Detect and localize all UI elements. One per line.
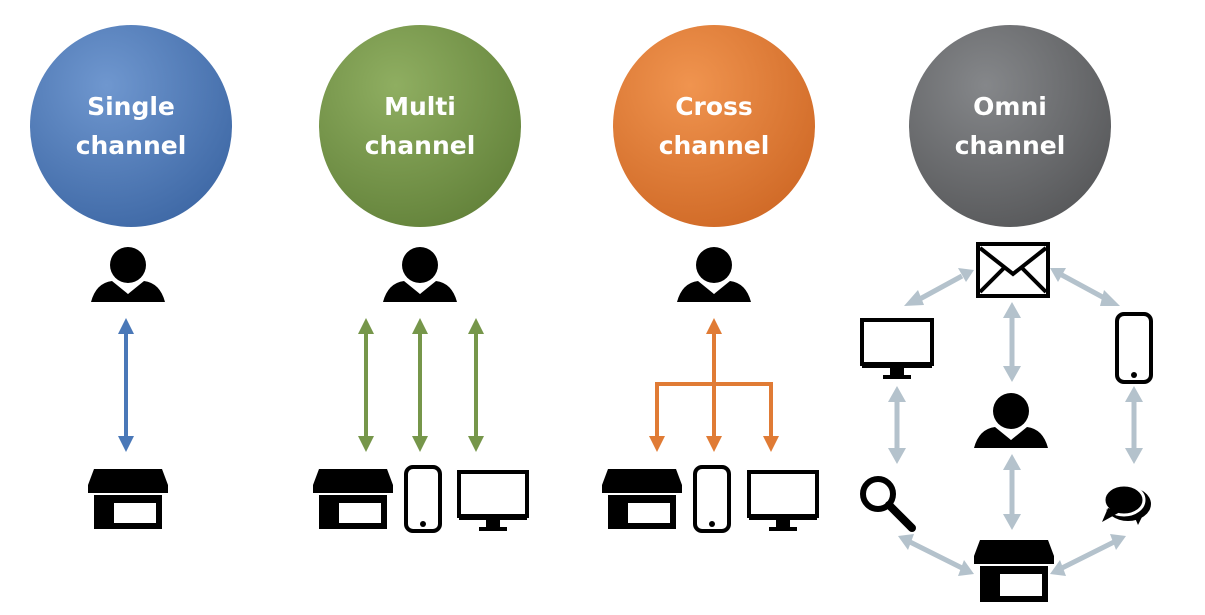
- bidirectional-arrow: [1003, 302, 1021, 382]
- omni-channel-circle: Omni channel: [909, 25, 1111, 227]
- multi-channel-circle: Multi channel: [319, 25, 521, 227]
- cross-channel-title-line2: channel: [659, 131, 770, 160]
- bidirectional-arrow: [468, 318, 484, 452]
- cross-channel-title-line1: Cross: [675, 92, 753, 121]
- envelope-icon: [976, 242, 1050, 298]
- person-icon: [974, 393, 1048, 448]
- omni-arrows: [888, 268, 1143, 576]
- panel-cross-channel: Cross channel: [602, 25, 819, 533]
- mobile-phone-icon: [404, 465, 442, 533]
- bidirectional-arrow: [412, 318, 428, 452]
- panel-multi-channel: Multi channel: [313, 25, 529, 533]
- omni-channel-title-line2: channel: [955, 131, 1066, 160]
- bidirectional-arrow: [888, 386, 906, 464]
- single-channel-circle: Single channel: [30, 25, 232, 227]
- bidirectional-arrow: [118, 318, 134, 452]
- branching-arrow: [649, 318, 779, 452]
- single-channel-title-line1: Single: [87, 92, 175, 121]
- store-icon: [974, 540, 1054, 602]
- desktop-monitor-icon: [747, 470, 819, 531]
- chat-bubbles-icon: [1102, 483, 1151, 525]
- bidirectional-arrow: [904, 268, 974, 306]
- multi-channel-title-line2: channel: [365, 131, 476, 160]
- bidirectional-arrow: [358, 318, 374, 452]
- single-channel-title-line2: channel: [76, 131, 187, 160]
- bidirectional-arrow: [1003, 454, 1021, 530]
- search-icon: [860, 476, 916, 532]
- desktop-monitor-icon: [457, 470, 529, 531]
- person-icon: [383, 247, 457, 302]
- omni-channel-title-line1: Omni: [973, 92, 1047, 121]
- store-icon: [602, 469, 682, 529]
- bidirectional-arrow: [1050, 268, 1120, 306]
- mobile-phone-icon: [693, 465, 731, 533]
- bidirectional-arrow: [1050, 534, 1126, 576]
- desktop-monitor-icon: [860, 318, 934, 379]
- panel-single-channel: Single channel: [30, 25, 232, 529]
- multi-channel-title-line1: Multi: [384, 92, 456, 121]
- store-icon: [313, 469, 393, 529]
- panel-omni-channel: Omni channel: [860, 25, 1153, 602]
- cross-channel-circle: Cross channel: [613, 25, 815, 227]
- bidirectional-arrow: [1125, 386, 1143, 464]
- mobile-phone-icon: [1115, 312, 1153, 384]
- bidirectional-arrow: [898, 534, 974, 576]
- person-icon: [677, 247, 751, 302]
- person-icon: [91, 247, 165, 302]
- store-icon: [88, 469, 168, 529]
